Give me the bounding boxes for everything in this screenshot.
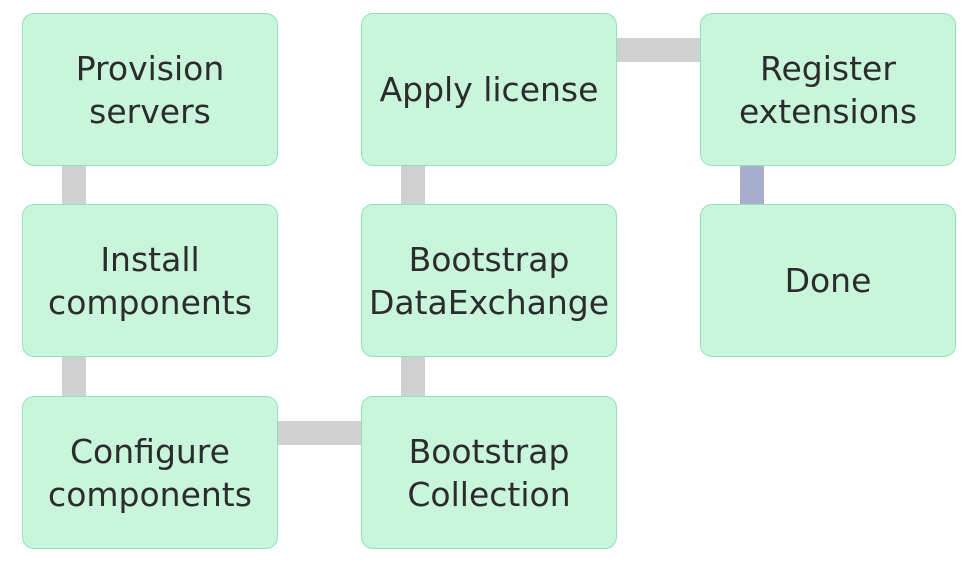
step-configure-components: Configure components [22,396,278,549]
connector-dataexchange-to-license [401,164,425,206]
connector-collection-to-dataexchange [401,355,425,398]
connector-license-to-register [615,38,702,62]
step-done: Done [700,204,956,357]
step-install-components: Install components [22,204,278,357]
connector-install-to-configure [62,355,86,398]
connector-configure-to-collection [276,421,363,445]
step-bootstrap-collection: Bootstrap Collection [361,396,617,549]
step-bootstrap-dataexchange: Bootstrap DataExchange [361,204,617,357]
step-provision-servers: Provision servers [22,13,278,166]
step-apply-license: Apply license [361,13,617,166]
connector-provision-to-install [62,164,86,206]
step-register-extensions: Register extensions [700,13,956,166]
connector-register-to-done [740,164,764,206]
